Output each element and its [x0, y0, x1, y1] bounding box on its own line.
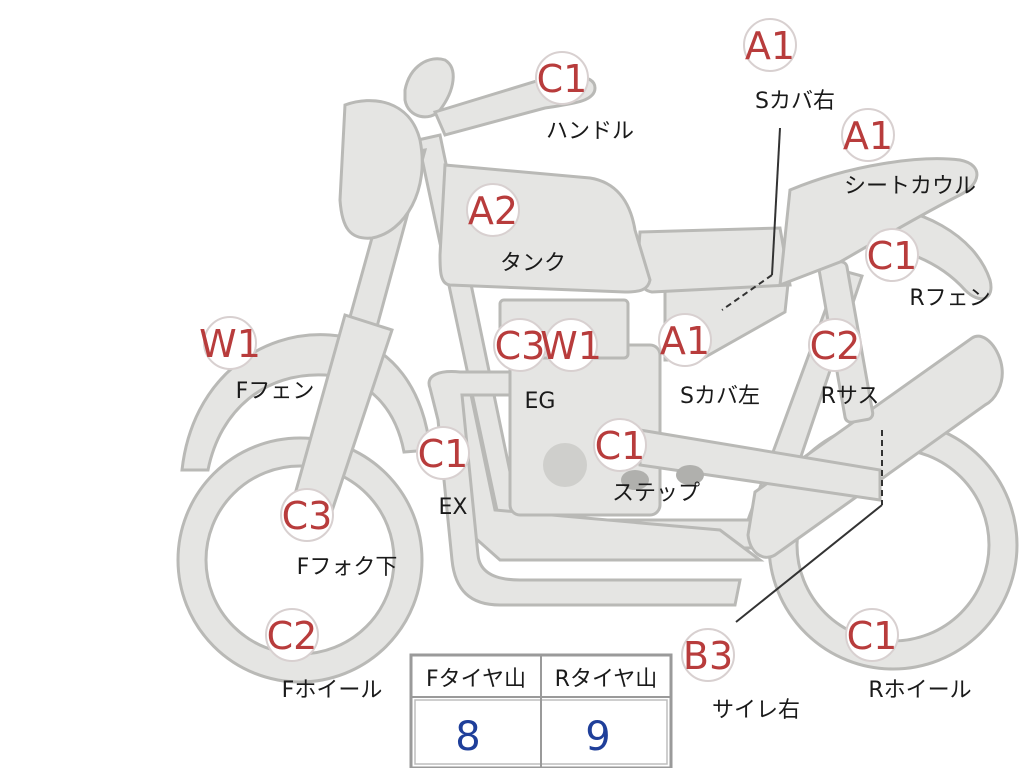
callout-r-suspension-label: Rサス [821, 384, 880, 409]
callout-silencer-right-code: B3 [683, 634, 733, 678]
callout-f-wheel: C2 Fホイール [265, 608, 383, 703]
callout-s-cover-left-code: A1 [660, 319, 710, 363]
callout-seat-cowl: A1 シートカウル [841, 108, 976, 199]
callout-f-fork-lower-code: C3 [282, 494, 333, 538]
headlight-shape [338, 99, 424, 240]
seat-shape [637, 226, 792, 294]
tire-table-value-rear: 9 [585, 714, 610, 760]
callout-silencer-right-label: サイレ右 [712, 698, 800, 723]
callout-s-cover-right-label: Sカバ右 [755, 89, 835, 114]
callout-tank-label: タンク [500, 251, 566, 276]
callout-r-suspension-code: C2 [810, 324, 861, 368]
leader-line-s-cover-right-dash [721, 274, 773, 311]
callout-r-wheel: C1 Rホイール [845, 608, 972, 703]
motorcycle-body [176, 57, 1019, 684]
callout-f-wheel-label: Fホイール [282, 678, 383, 703]
callout-f-fender-code: W1 [199, 322, 261, 366]
callout-s-cover-left: A1 Sカバ左 [658, 313, 760, 409]
tire-table-value-front: 8 [455, 714, 480, 760]
callout-seat-cowl-label: シートカウル [844, 174, 976, 199]
callout-step: C1 ステップ [593, 418, 700, 506]
callout-r-fender-label: Rフェン [909, 286, 990, 311]
tire-table-header-front: Fタイヤ山 [426, 667, 526, 692]
callout-f-fork-lower: C3 Fフォク下 [280, 488, 398, 580]
callouts: C1 ハンドル A1 Sカバ右 A1 シートカウル A2 タンク C1 Rフェン… [199, 18, 991, 723]
callout-step-label: ステップ [612, 481, 700, 506]
exhaust-pipe-shape [427, 370, 742, 607]
callout-eg: C3 W1 EG [493, 318, 602, 414]
callout-f-fender: W1 Fフェン [199, 316, 315, 404]
callout-eg-code: C3 [495, 324, 546, 368]
callout-tank-code: A2 [468, 189, 518, 233]
callout-handle: C1 ハンドル [535, 51, 634, 144]
callout-r-fender: C1 Rフェン [865, 228, 991, 311]
callout-r-wheel-code: C1 [847, 614, 898, 658]
callout-r-suspension: C2 Rサス [808, 318, 880, 409]
callout-s-cover-right: A1 Sカバ右 [743, 18, 835, 114]
mirror-shape [403, 57, 455, 119]
leader-line-silencer [735, 504, 883, 623]
callout-r-fender-code: C1 [867, 234, 918, 278]
callout-eg-code-2: W1 [540, 324, 602, 368]
callout-f-wheel-code: C2 [267, 614, 318, 658]
tire-table: Fタイヤ山 Rタイヤ山 8 9 [409, 653, 673, 768]
callout-ex: C1 EX [416, 426, 470, 520]
callout-eg-label: EG [525, 389, 556, 414]
callout-s-cover-right-code: A1 [745, 24, 795, 68]
leader-line-s-cover-right [771, 127, 781, 276]
callout-f-fender-label: Fフェン [236, 379, 315, 404]
footpeg-shape [621, 470, 649, 490]
engine-cover-shape [543, 443, 587, 487]
tire-table-header-rear: Rタイヤ山 [555, 667, 658, 692]
callout-silencer-right: B3 サイレ右 [681, 628, 800, 723]
footpeg-shape-2 [676, 465, 704, 485]
callout-tank: A2 タンク [466, 183, 566, 276]
callout-step-code: C1 [595, 424, 646, 468]
callout-handle-code: C1 [537, 57, 588, 101]
callout-s-cover-left-label: Sカバ左 [680, 384, 760, 409]
callout-seat-cowl-code: A1 [843, 114, 893, 158]
callout-ex-code: C1 [418, 432, 469, 476]
callout-handle-label: ハンドル [546, 119, 634, 144]
silencer-shape [746, 334, 1004, 559]
callout-r-wheel-label: Rホイール [868, 678, 971, 703]
leader-lines [721, 127, 883, 623]
callout-f-fork-lower-label: Fフォク下 [297, 555, 398, 580]
callout-ex-label: EX [439, 495, 468, 520]
